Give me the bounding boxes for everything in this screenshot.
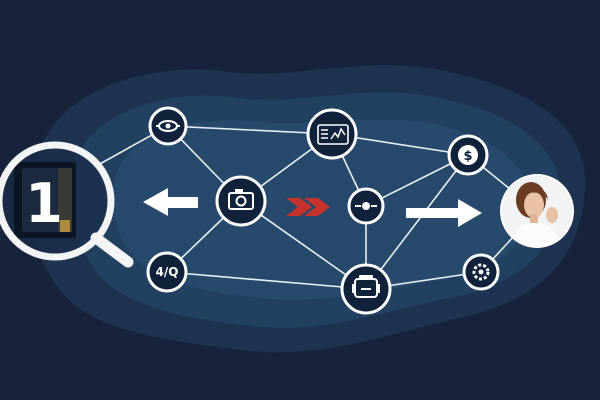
arrow-left <box>143 188 198 216</box>
person-photo <box>500 174 574 248</box>
node-top-center <box>306 108 358 160</box>
connector-line <box>167 125 333 135</box>
node-top-left <box>148 106 188 146</box>
arrow-right <box>406 199 482 227</box>
dollar-icon: $ <box>458 145 478 165</box>
arrow-red-double <box>286 198 330 216</box>
gear-icon <box>472 263 490 281</box>
node-bottom-left: 4/Q <box>146 251 188 293</box>
node-top-right: $ <box>447 134 489 176</box>
svg-text:$: $ <box>463 149 472 164</box>
chart-icon <box>317 124 349 145</box>
node-center-right <box>347 187 385 225</box>
eye-icon <box>156 120 180 132</box>
magnifier-icon: 1 <box>0 141 134 268</box>
node-bottom-right <box>462 253 500 291</box>
node-camera <box>215 175 267 227</box>
vehicle-icon <box>352 275 380 298</box>
node-bottom-center <box>340 263 392 315</box>
badge-number: 1 <box>25 172 63 235</box>
camera-icon <box>228 189 254 210</box>
connector-line <box>166 271 367 290</box>
connector-line <box>365 154 469 290</box>
text-icon: 4/Q <box>156 265 179 279</box>
sync-icon <box>355 202 377 210</box>
